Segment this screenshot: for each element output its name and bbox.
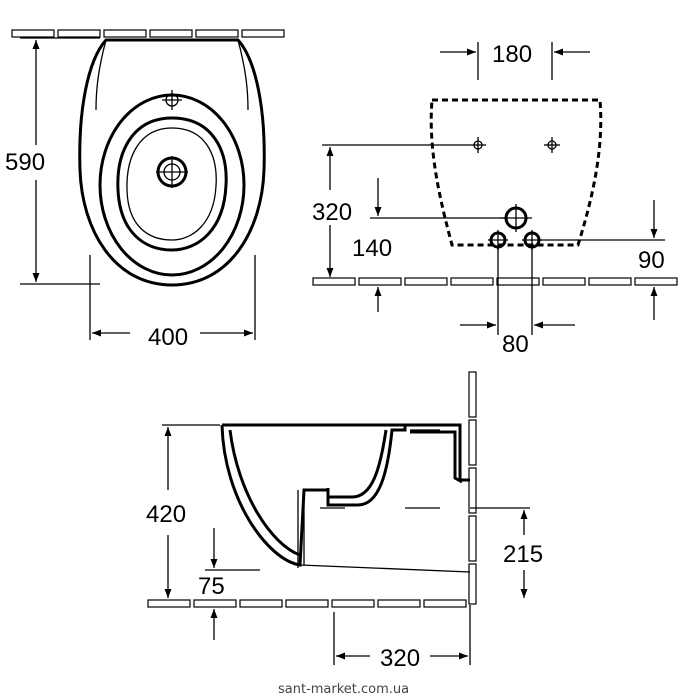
rear-supply-hole-icon bbox=[500, 204, 532, 232]
rear-view: 180 320 140 90 80 bbox=[312, 41, 678, 358]
top-view-waste-hole-icon bbox=[156, 156, 188, 188]
top-view-bowl bbox=[116, 116, 228, 252]
side-view-wall bbox=[468, 371, 477, 605]
dim-label-rear-fixing-height: 320 bbox=[312, 199, 352, 226]
dim-label-rear-hole-spacing: 180 bbox=[492, 41, 532, 68]
rear-waste-hole-right-icon bbox=[522, 230, 542, 250]
dim-rear-waste-height: 90 bbox=[540, 200, 665, 320]
rear-view-body-outline bbox=[429, 98, 603, 247]
dim-label-top-depth: 590 bbox=[5, 149, 45, 176]
rear-fixing-left-icon bbox=[470, 137, 486, 153]
top-view-outer-contour bbox=[78, 38, 266, 287]
dim-label-side-waste-height: 215 bbox=[503, 541, 543, 568]
dim-top-width: 400 bbox=[89, 255, 256, 351]
dim-label-side-floor-offset: 75 bbox=[198, 573, 225, 600]
dim-label-top-width: 400 bbox=[148, 324, 188, 351]
side-view: 420 215 75 320 bbox=[146, 371, 543, 672]
dim-side-floor-offset: 75 bbox=[198, 528, 260, 640]
dim-side-height: 420 bbox=[146, 424, 220, 598]
dim-label-rear-supply-height: 140 bbox=[352, 235, 392, 262]
dim-rear-waste-spacing: 80 bbox=[460, 248, 575, 358]
top-view-wall bbox=[11, 29, 285, 38]
rear-waste-hole-left-icon bbox=[488, 230, 508, 250]
dim-rear-supply-height: 140 bbox=[352, 178, 505, 312]
dim-label-rear-waste-height: 90 bbox=[638, 247, 665, 274]
side-view-floor bbox=[147, 599, 467, 608]
dim-label-side-height: 420 bbox=[146, 501, 186, 528]
dim-side-projection: 320 bbox=[333, 605, 471, 672]
dim-side-waste-height: 215 bbox=[470, 507, 543, 598]
rear-fixing-right-icon bbox=[544, 137, 560, 153]
dim-label-side-projection: 320 bbox=[380, 645, 420, 672]
dim-rear-fixing-height: 320 bbox=[312, 144, 470, 277]
dim-top-depth: 590 bbox=[5, 37, 100, 285]
top-view-tap-hole-icon bbox=[162, 90, 182, 110]
dim-label-rear-waste-spacing: 80 bbox=[502, 331, 529, 358]
dim-rear-hole-spacing: 180 bbox=[440, 41, 590, 80]
side-view-bowl-profile bbox=[220, 423, 407, 567]
top-view: 590 400 bbox=[5, 29, 285, 351]
rear-view-floor bbox=[312, 277, 678, 286]
watermark-text: sant-market.com.ua bbox=[278, 682, 409, 697]
